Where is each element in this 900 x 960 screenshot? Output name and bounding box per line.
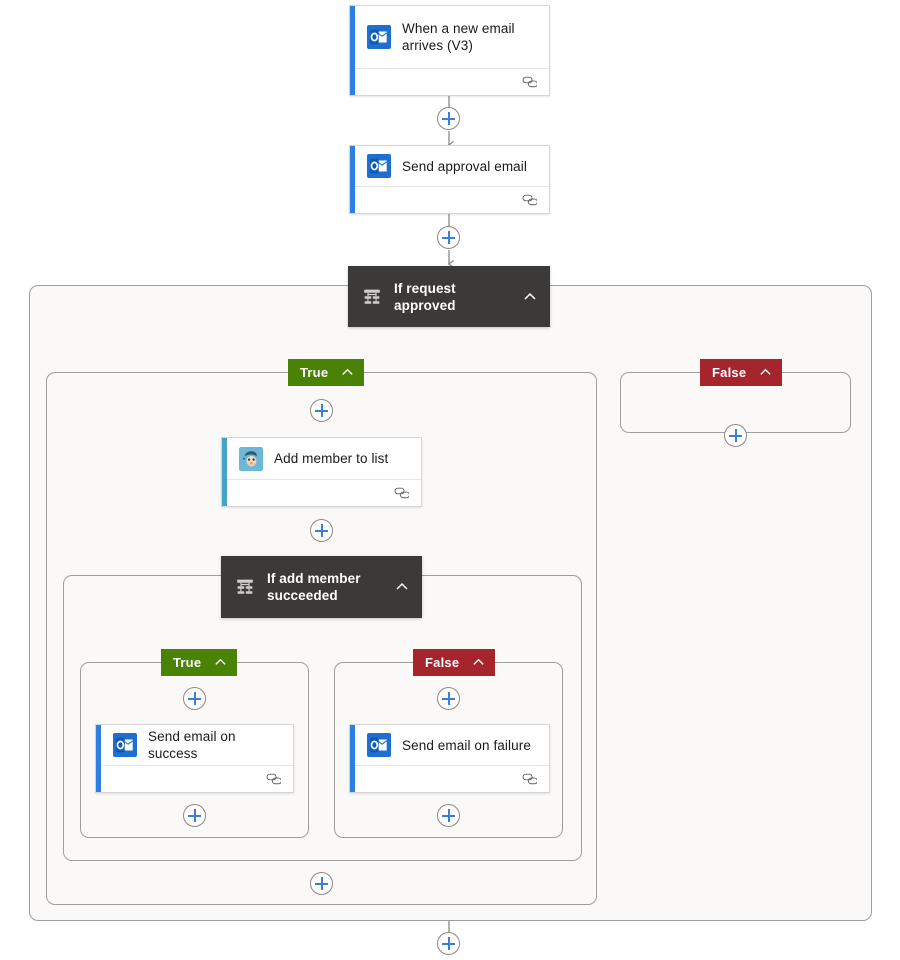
card-add-member-to-list[interactable]: Add member to list: [221, 437, 422, 507]
condition-icon: [364, 289, 380, 304]
comment-icon[interactable]: [522, 773, 537, 785]
condition-if-request-approved[interactable]: If request approved: [348, 266, 550, 327]
outlook-icon: [367, 25, 391, 49]
card-title: Send email on success: [148, 729, 236, 761]
branch-label: False: [712, 365, 747, 380]
card-accent-bar: [96, 725, 101, 792]
chevron-up-icon[interactable]: [394, 579, 410, 595]
outlook-icon: [367, 154, 391, 178]
card-footer: [350, 186, 549, 213]
card-send-email-on-success[interactable]: Send email on success: [95, 724, 294, 793]
condition-icon: [237, 579, 253, 594]
branch-badge-false-outer[interactable]: False: [700, 359, 783, 386]
card-title: Send email on failure: [402, 737, 531, 753]
outlook-icon: [113, 733, 137, 757]
chevron-up-icon[interactable]: [340, 365, 355, 380]
add-step-flow-bottom[interactable]: [437, 932, 460, 955]
card-header: Send email on success: [96, 725, 293, 765]
chevron-up-icon[interactable]: [471, 655, 486, 670]
condition-title: If request approved: [394, 280, 456, 313]
add-step-inner-true-before-card[interactable]: [183, 687, 206, 710]
branch-label: False: [425, 655, 460, 670]
card-title: Add member to list: [274, 451, 389, 466]
add-step-true-branch-after-add-member[interactable]: [310, 519, 333, 542]
comment-icon[interactable]: [522, 76, 537, 88]
card-accent-bar: [350, 6, 355, 95]
card-accent-bar: [222, 438, 227, 506]
comment-icon[interactable]: [266, 773, 281, 785]
branch-badge-false-inner[interactable]: False: [413, 649, 496, 676]
card-when-a-new-email-arrives[interactable]: When a new email arrives (V3): [349, 5, 550, 96]
card-accent-bar: [350, 146, 355, 213]
card-title: When a new email arrives (V3): [402, 21, 515, 53]
card-header: Add member to list: [222, 438, 421, 479]
condition-if-add-member-succeeded[interactable]: If add member succeeded: [221, 556, 422, 618]
card-footer: [96, 765, 293, 792]
card-footer: [222, 479, 421, 506]
add-step-after-send-approval-email[interactable]: [437, 226, 460, 249]
card-send-approval-email[interactable]: Send approval email: [349, 145, 550, 214]
add-step-false-branch-outer[interactable]: [724, 424, 747, 447]
chevron-up-icon[interactable]: [758, 365, 773, 380]
branch-label: True: [300, 365, 329, 380]
branch-badge-true-outer[interactable]: True: [288, 359, 365, 386]
card-footer: [350, 765, 549, 792]
branch-badge-true-inner[interactable]: True: [161, 649, 238, 676]
add-step-after-trigger[interactable]: [437, 107, 460, 130]
card-header: Send approval email: [350, 146, 549, 186]
card-footer: [350, 68, 549, 95]
card-header: When a new email arrives (V3): [350, 6, 549, 68]
card-title: Send approval email: [402, 158, 527, 174]
card-send-email-on-failure[interactable]: Send email on failure: [349, 724, 550, 793]
mailchimp-icon: [239, 446, 263, 471]
add-step-inner-false-after-card[interactable]: [437, 804, 460, 827]
add-step-outer-true-bottom[interactable]: [310, 872, 333, 895]
outlook-icon: [367, 733, 391, 757]
chevron-up-icon[interactable]: [213, 655, 228, 670]
add-step-inner-false-before-card[interactable]: [437, 687, 460, 710]
add-step-true-branch-before-add-member[interactable]: [310, 399, 333, 422]
card-accent-bar: [350, 725, 355, 792]
card-header: Send email on failure: [350, 725, 549, 765]
chevron-up-icon[interactable]: [522, 289, 538, 305]
condition-title: If add member succeeded: [267, 571, 361, 603]
branch-label: True: [173, 655, 202, 670]
comment-icon[interactable]: [522, 194, 537, 206]
comment-icon[interactable]: [394, 487, 409, 499]
add-step-inner-true-after-card[interactable]: [183, 804, 206, 827]
